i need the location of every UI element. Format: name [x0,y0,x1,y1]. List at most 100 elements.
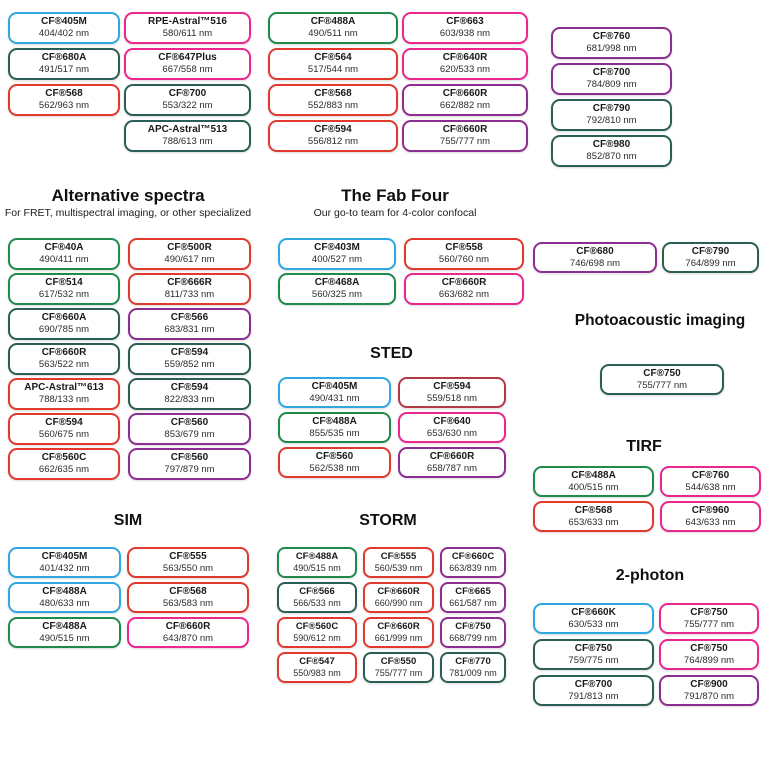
dye-name: CF®900 [690,678,728,690]
dye-name: CF®568 [45,88,83,100]
dye-name: CF®640R [442,52,488,64]
dye-name: CF®594 [45,417,83,429]
dye-name: CF®660R [442,88,488,100]
dye-name: CF®647Plus [158,52,217,64]
dye-name: CF®405M [41,550,88,562]
dye-ex-em: 643/633 nm [685,516,736,528]
dye-name: CF®680 [576,245,614,257]
dye-ex-em: 746/698 nm [569,257,621,269]
dye-ex-em: 491/517 nm [38,64,90,76]
dye-name: CF®560C [295,621,339,633]
dye-name: CF®750 [643,367,681,379]
dye-name: CF®790 [691,245,730,257]
dye-ex-em: 560/675 nm [38,429,90,441]
dye-ex-em: 797/879 nm [164,464,215,476]
dye-ex-em: 400/515 nm [568,481,619,493]
dye-ex-em: 490/431 nm [309,392,360,404]
fab-four-subtitle: Our go-to team for 4-color confocal [313,207,477,219]
dye-ex-em: 404/402 nm [38,28,90,40]
dye-ex-em: 490/515 nm [39,632,90,644]
dye-ex-em: 566/533 nm [293,597,341,608]
dye-name: CF®760 [691,469,730,481]
dye-name: CF®488A [571,469,616,481]
dye-ex-em: 550/983 nm [293,667,341,678]
dye-name: CF®660A [41,312,87,324]
sted-title: STED [370,345,413,362]
dye-name: CF®760 [592,31,631,43]
photoacoustic-title: Photoacoustic imaging [574,312,746,329]
dye-ex-em: 630/533 nm [568,618,619,630]
dye-name: CF®488A [312,415,357,427]
dye-name: CF®660C [451,551,495,563]
dye-name: APC-Astral™613 [24,382,104,394]
dye-name: CF®980 [592,139,631,151]
dye-ex-em: 662/635 nm [38,464,90,476]
dye-ex-em: 617/532 nm [38,289,90,301]
dye-name: CF®405M [41,16,87,28]
dye-ex-em: 755/777 nm [683,618,735,630]
dye-name: CF®566 [299,586,335,598]
dye-name: CF®640 [433,415,471,427]
dye-name: CF®488A [310,16,356,28]
dye-name: CF®790 [592,103,631,115]
dye-ex-em: 552/883 nm [307,100,359,112]
dye-ex-em: 668/799 nm [449,632,497,643]
dye-ex-em: 559/852 nm [164,359,215,371]
dye-ex-em: 764/899 nm [683,654,735,666]
dye-name: CF®700 [592,67,631,79]
dye-name: CF®660R [377,586,420,598]
dye-name: CF®660R [377,621,420,633]
dye-name: CF®488A [42,585,87,597]
dye-name: CF®564 [314,52,352,64]
dye-name: CF®750 [455,621,491,633]
dye-ex-em: 560/539 nm [374,562,423,573]
storm-title: STORM [359,512,417,529]
dye-ex-em: 563/522 nm [38,359,90,371]
dye-ex-em: 603/938 nm [439,28,491,40]
dye-ex-em: 643/870 nm [162,632,214,644]
dye-ex-em: 792/810 nm [586,115,637,127]
dye-ex-em: 681/998 nm [586,43,637,55]
dye-ex-em: 562/538 nm [309,462,360,474]
dye-name: CF®700 [168,88,207,100]
alt-spectra-title: Alternative spectra [51,186,205,205]
dye-name: CF®560C [41,452,87,464]
dye-ex-em: 658/787 nm [426,462,478,474]
dye-name: CF®555 [380,551,417,563]
